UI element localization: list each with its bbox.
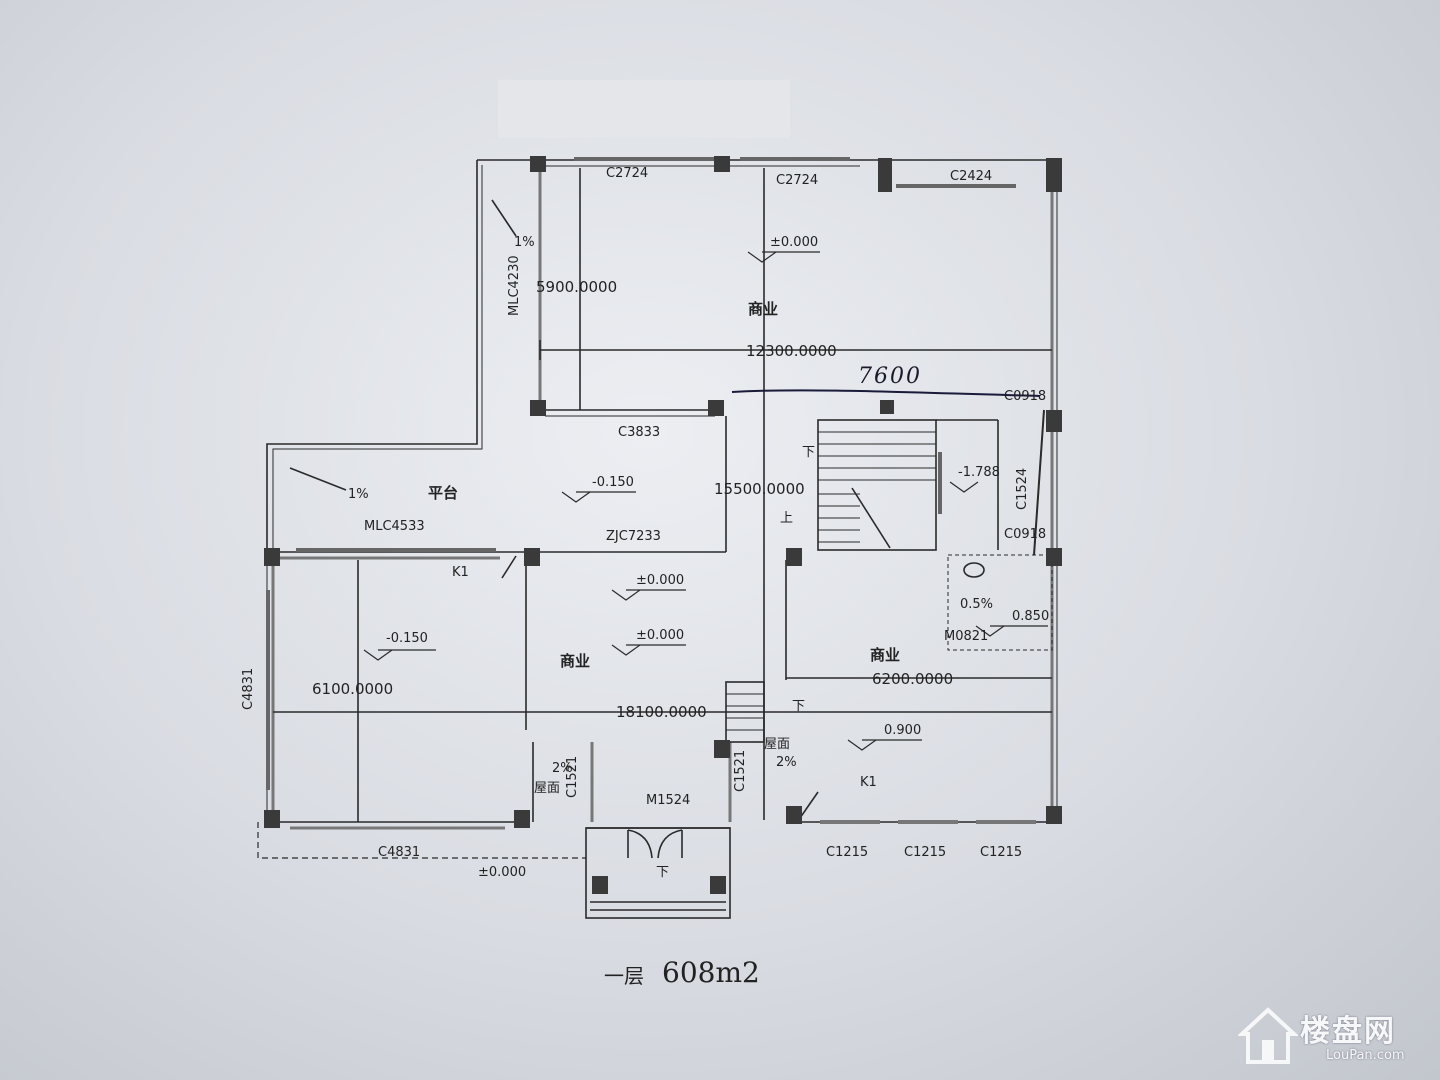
platform-boundary-inner xyxy=(272,165,483,552)
slope-arrow-2 xyxy=(289,467,347,491)
room-label-commercial: 商业 xyxy=(870,646,901,664)
platform-boundary xyxy=(266,160,478,552)
window-label: MLC4533 xyxy=(364,519,425,534)
slope-arrow-1 xyxy=(491,199,517,237)
c1524-window xyxy=(1033,409,1045,556)
slope-label: 1% xyxy=(348,487,369,502)
slope-label: 2% xyxy=(776,755,797,770)
stair-direction-up: 上 xyxy=(780,511,794,526)
elevation-label: ±0.000 xyxy=(478,865,527,880)
dimension-label: 6200.0000 xyxy=(872,670,954,688)
slope-label: 1% xyxy=(514,235,535,250)
dimension-label: 6100.0000 xyxy=(312,680,394,698)
structural-columns xyxy=(264,156,1062,894)
watermark-text: 楼盘网 xyxy=(1300,1014,1396,1049)
window-label-vertical: C1521 xyxy=(565,755,580,798)
stair-box xyxy=(817,419,937,551)
window-label: C4831 xyxy=(378,845,421,860)
window-glass xyxy=(266,157,1016,790)
door-k1-left xyxy=(501,555,517,579)
entry-steps-mid xyxy=(725,681,765,743)
window-label-vertical: C4831 xyxy=(241,667,256,710)
window-label: C0918 xyxy=(1004,527,1047,542)
elevation-label: -0.150 xyxy=(386,631,428,646)
area-caption: 608m2 xyxy=(662,956,760,989)
elevation-label: ±0.000 xyxy=(636,573,685,588)
window-label: ZJC7233 xyxy=(606,529,661,544)
door-swing-right xyxy=(657,829,683,859)
house-icon xyxy=(1236,1007,1300,1064)
window-label-vertical: MLC4230 xyxy=(507,255,522,316)
elevation-label: 0.850 xyxy=(1012,609,1050,624)
room-label-platform: 平台 xyxy=(428,484,459,502)
window-label: C2424 xyxy=(950,169,993,184)
watermark-logo: 楼盘网 LouPan.com xyxy=(1236,1004,1428,1070)
elevation-markers xyxy=(363,251,1048,751)
window-label: C2724 xyxy=(606,166,649,181)
dimension-label: 12300.0000 xyxy=(746,342,837,360)
elevation-label: ±0.000 xyxy=(770,235,819,250)
dashed-boundary xyxy=(257,822,586,859)
window-label: C0918 xyxy=(1004,389,1047,404)
elevation-label: -0.150 xyxy=(592,475,634,490)
entrance-porch xyxy=(585,827,731,919)
stair-arrow xyxy=(851,487,891,549)
redacted-area xyxy=(498,80,790,138)
floor-caption: 一层 xyxy=(604,964,644,988)
room-label-commercial: 商业 xyxy=(748,300,779,318)
window-label: C1215 xyxy=(980,845,1023,860)
window-label: C1215 xyxy=(904,845,947,860)
stair-direction-down: 下 xyxy=(656,865,670,880)
door-label: K1 xyxy=(452,565,469,580)
window-label: C3833 xyxy=(618,425,661,440)
dimension-label: 18100.0000 xyxy=(616,703,707,721)
stair-treads xyxy=(818,431,936,543)
door-swing-left xyxy=(627,829,653,859)
stair-direction-down: 下 xyxy=(792,699,806,714)
elevation-label: 0.900 xyxy=(884,723,922,738)
door-label: K1 xyxy=(860,775,877,790)
handwritten-line xyxy=(731,389,1041,397)
dimension-label: 15500.0000 xyxy=(714,480,805,498)
door-label: M0821 xyxy=(944,629,989,644)
slope-label: 2% xyxy=(552,761,573,776)
room-label-commercial: 商业 xyxy=(560,652,591,670)
window-label-vertical: C1524 xyxy=(1015,467,1030,510)
door-k1-right xyxy=(799,791,819,819)
window-label: C2724 xyxy=(776,173,819,188)
mid-step-lines xyxy=(726,693,764,731)
watermark-url: LouPan.com xyxy=(1326,1048,1405,1063)
toilet-fixture xyxy=(963,562,985,578)
slope-label: 0.5% xyxy=(960,597,994,612)
window-label-vertical: C1521 xyxy=(733,749,748,792)
stair-direction-down: 下 xyxy=(802,445,816,460)
door-label: M1524 xyxy=(646,793,691,808)
handwritten-dimension: 7600 xyxy=(858,364,922,389)
roof-label: 屋面 xyxy=(764,737,791,752)
toilet-area xyxy=(947,554,1053,651)
elevation-label: ±0.000 xyxy=(636,628,685,643)
dimension-label: 5900.0000 xyxy=(536,278,618,296)
window-label: C1215 xyxy=(826,845,869,860)
roof-label: 屋面 xyxy=(534,781,561,796)
elevation-label: -1.788 xyxy=(958,465,1000,480)
